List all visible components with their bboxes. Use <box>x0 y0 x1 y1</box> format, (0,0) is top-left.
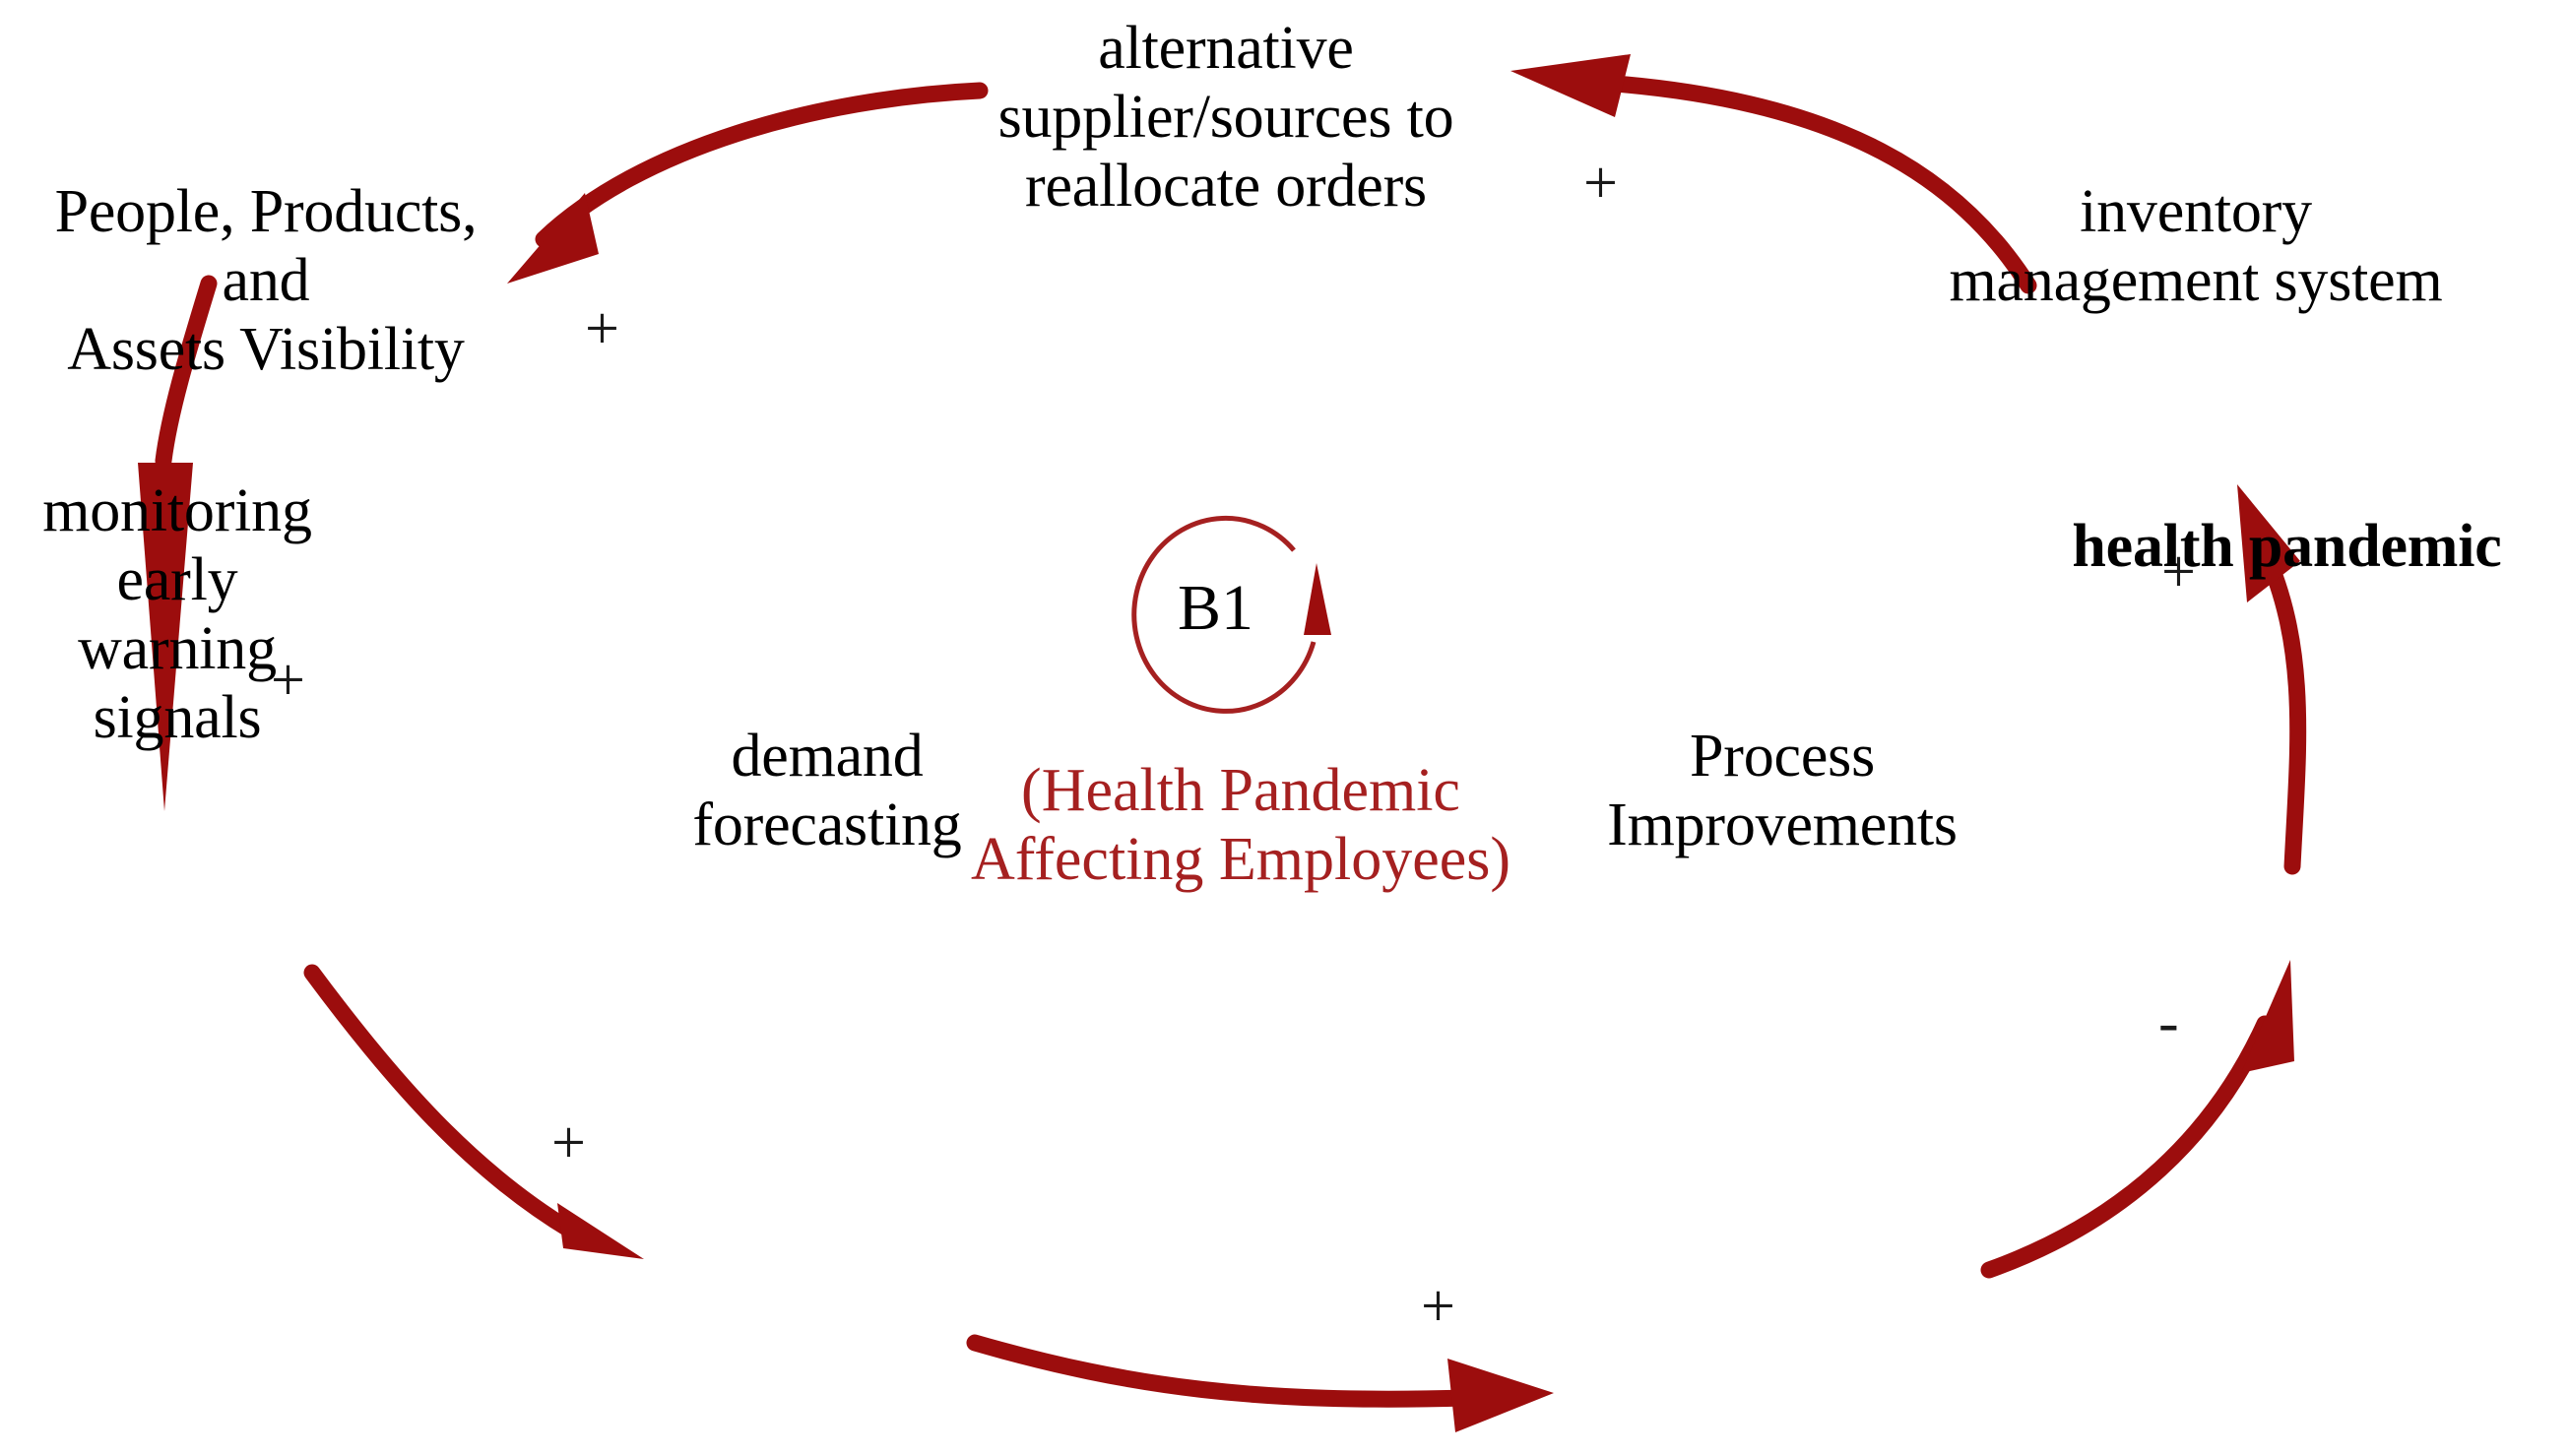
node-alternative-supplier[interactable]: alternative supplier/sources to realloca… <box>997 15 1454 221</box>
link-visibility-to-monitoring <box>138 275 218 811</box>
polarity-process-improvements-to-health-pandemic: - <box>2158 989 2179 1056</box>
link-inventory-to-alternative-supplier <box>1510 54 2037 294</box>
loop-caption: (Health Pandemic Affecting Employees) <box>970 757 1511 894</box>
node-demand-forecasting[interactable]: demand forecasting <box>692 723 962 859</box>
link-demand-forecasting-to-process-improvements <box>966 1334 1554 1432</box>
node-process-improvements[interactable]: Process Improvements <box>1607 723 1958 859</box>
node-health-pandemic[interactable]: health pandemic <box>2072 513 2502 580</box>
polarity-visibility-to-monitoring: + <box>271 647 305 714</box>
node-inventory-management-system[interactable]: inventory management system <box>1949 178 2443 315</box>
node-monitoring-early-warning-signals[interactable]: monitoring early warning signals <box>42 477 312 752</box>
node-visibility[interactable]: People, Products, and Assets Visibility <box>54 178 478 384</box>
link-health-pandemic-to-inventory-system <box>2237 484 2307 875</box>
polarity-health-pandemic-to-inventory-system: + <box>2161 538 2196 605</box>
link-process-improvements-to-health-pandemic <box>1980 960 2294 1279</box>
polarity-inventory-system-to-alternative-supplier: + <box>1583 150 1618 217</box>
link-alternative-supplier-to-visibility <box>507 82 989 284</box>
polarity-demand-forecasting-to-process-improvements: + <box>1421 1273 1455 1340</box>
loop-identifier-b1: B1 <box>1178 572 1254 644</box>
polarity-monitoring-to-demand-forecasting: + <box>551 1109 586 1176</box>
polarity-alternative-supplier-to-visibility: + <box>585 295 619 362</box>
link-monitoring-to-demand-forecasting <box>303 964 644 1259</box>
balancing-loop-arc-icon <box>1131 515 1331 714</box>
